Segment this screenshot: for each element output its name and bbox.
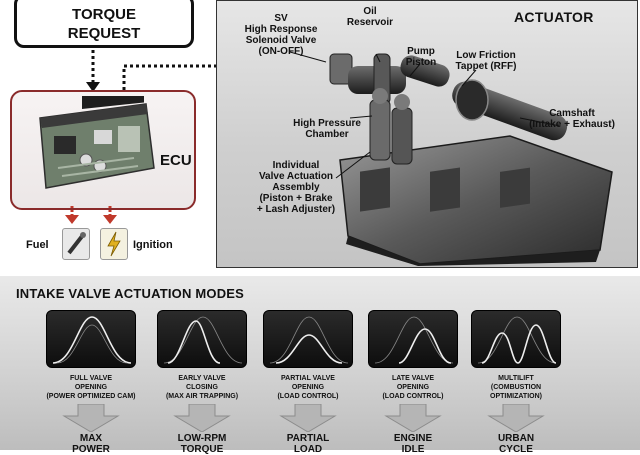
mode-result-max-power: MAX POWER — [72, 433, 110, 455]
ecu-to-actuator-line — [122, 64, 300, 96]
ecu-board-image — [39, 96, 155, 189]
mode-arrow-4 — [384, 404, 442, 432]
chamber-line2: Chamber — [305, 129, 349, 140]
sv-line1: SV — [274, 13, 288, 24]
torque-request-line1: TORQUE — [72, 6, 136, 23]
camshaft-line2: (Intake + Exhaust) — [529, 119, 615, 130]
fuel-injector-icon — [62, 228, 90, 260]
actuator-title: ACTUATOR — [514, 9, 594, 25]
mode-label-partial-valve-opening: PARTIAL VALVE OPENING (LOAD CONTROL) — [277, 375, 339, 400]
assembly-line4: (Piston + Brake — [259, 193, 333, 204]
mode-arrow-3 — [279, 404, 337, 432]
mode-result-partial-load: PARTIAL LOAD — [286, 433, 330, 455]
mode-result-urban-cycle: URBAN CYCLE — [497, 433, 535, 455]
pump-line2: Piston — [405, 57, 437, 68]
assembly-line5: + Lash Adjuster) — [256, 204, 336, 215]
mode-arrow-2 — [173, 404, 231, 432]
oil-line1: Oil — [363, 6, 377, 17]
mode-label-full-valve-opening: FULL VALVE OPENING (POWER OPTIMIZED CAM) — [46, 375, 136, 400]
mode-thumb-early-valve-closing — [157, 310, 247, 368]
valve-assembly-label: Individual Valve Actuation Assembly (Pis… — [244, 160, 348, 215]
spark-plug-icon — [100, 228, 128, 260]
ecu-output-arrows — [65, 206, 117, 224]
assembly-line2: Valve Actuation — [258, 171, 334, 182]
chamber-line1: High Pressure — [293, 118, 361, 129]
mode-label-late-valve-opening: LATE VALVE OPENING (LOAD CONTROL) — [382, 375, 444, 400]
camshaft-line1: Camshaft — [549, 108, 595, 119]
engine-head-image — [329, 53, 613, 266]
pump-piston-label: Pump Piston — [398, 46, 444, 68]
torque-to-ecu-arrowhead — [86, 82, 100, 92]
camshaft-label: Camshaft (Intake + Exhaust) — [514, 108, 630, 130]
assembly-line3: Assembly — [272, 182, 320, 193]
fuel-label: Fuel — [26, 239, 49, 251]
sv-line4: (ON-OFF) — [258, 46, 304, 57]
pump-line1: Pump — [407, 46, 435, 57]
mode-thumb-partial-valve-opening — [263, 310, 353, 368]
fuel-arrowhead — [65, 215, 79, 224]
pressure-chamber-label: High Pressure Chamber — [286, 118, 368, 140]
sv-line3: Solenoid Valve — [245, 35, 317, 46]
assembly-line1: Individual — [272, 160, 320, 171]
mode-arrow-1 — [62, 404, 120, 432]
solenoid-valve-label: SV High Response Solenoid Valve (ON-OFF) — [233, 13, 329, 57]
mode-thumb-late-valve-opening — [368, 310, 458, 368]
modes-title: INTAKE VALVE ACTUATION MODES — [16, 286, 245, 301]
tappet-line2: Tappet (RFF) — [455, 61, 517, 72]
ignition-arrowhead — [103, 215, 117, 224]
mode-thumb-full-valve-opening — [46, 310, 136, 368]
mode-result-engine-idle: ENGINE IDLE — [393, 433, 433, 455]
oil-reservoir-label: Oil Reservoir — [341, 6, 399, 28]
ecu-label: ECU — [160, 152, 192, 169]
sv-line2: High Response — [244, 24, 318, 35]
ignition-label: Ignition — [133, 239, 173, 251]
mode-arrow-5 — [487, 404, 545, 432]
mode-thumb-multilift — [471, 310, 561, 368]
actuator-leader-lines — [289, 51, 561, 179]
tappet-label: Low Friction Tappet (RFF) — [448, 50, 524, 72]
torque-request-line2: REQUEST — [67, 25, 141, 42]
torque-request-box: TORQUE REQUEST — [14, 0, 194, 48]
mode-result-low-rpm-torque: LOW-RPM TORQUE — [177, 433, 227, 455]
tappet-line1: Low Friction — [456, 50, 516, 61]
oil-line2: Reservoir — [346, 17, 394, 28]
mode-label-early-valve-closing: EARLY VALVE CLOSING (MAX AIR TRAPPING) — [165, 375, 239, 400]
mode-label-multilift: MULTILIFT (COMBUSTION OPTIMIZATION) — [490, 375, 542, 400]
